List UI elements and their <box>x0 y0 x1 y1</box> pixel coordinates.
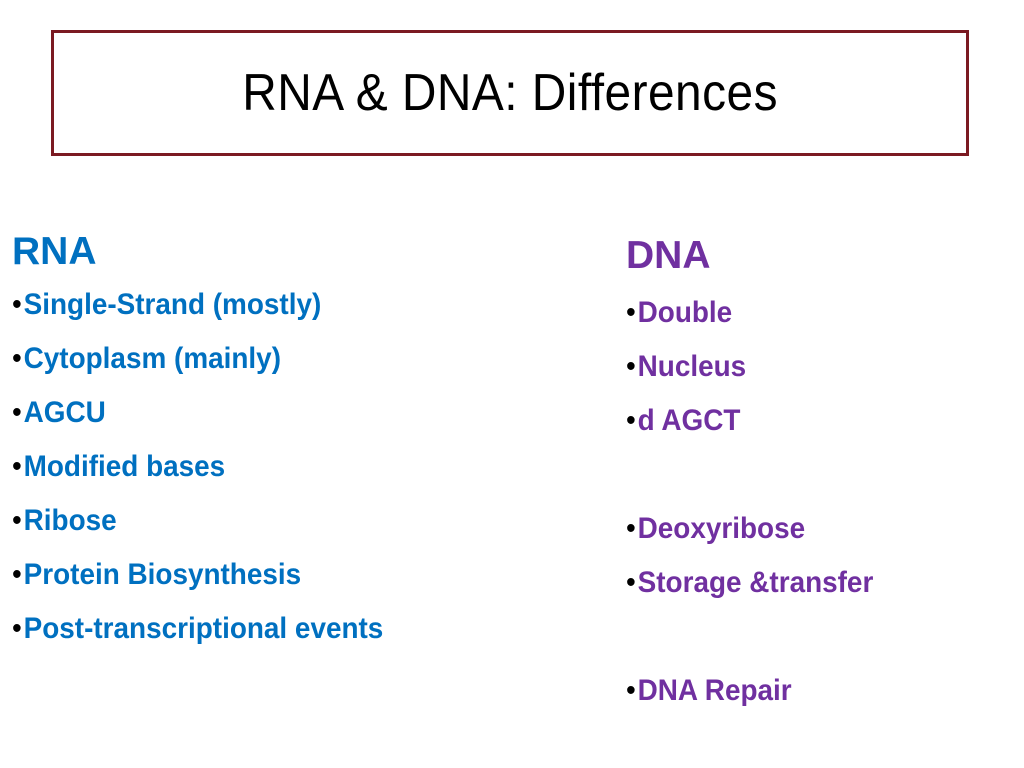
bullet-icon: • <box>626 404 636 437</box>
rna-item-text: Modified bases <box>23 450 226 483</box>
rna-item-text: Cytoplasm (mainly) <box>23 342 282 375</box>
bullet-icon: • <box>12 558 22 591</box>
rna-list-item: •AGCU <box>12 386 533 440</box>
rna-list-item: •Protein Biosynthesis <box>12 548 533 602</box>
dna-heading: DNA <box>626 234 711 277</box>
rna-item-text: Single-Strand (mostly) <box>23 288 322 321</box>
dna-item-text: Nucleus <box>637 350 747 383</box>
dna-item-text: DNA Repair <box>637 674 792 707</box>
dna-item-text: Double <box>637 296 733 329</box>
rna-item-text: Ribose <box>23 504 117 537</box>
bullet-icon: • <box>626 350 636 383</box>
rna-list-item: •Ribose <box>12 494 533 548</box>
dna-item-text: Deoxyribose <box>637 512 806 545</box>
rna-list-item: •Post-transcriptional events <box>12 602 533 656</box>
bullet-icon: • <box>12 396 22 429</box>
rna-list-item: •Modified bases <box>12 440 533 494</box>
rna-heading: RNA <box>12 230 97 273</box>
bullet-icon: • <box>12 504 22 537</box>
bullet-icon: • <box>12 450 22 483</box>
dna-column: DNA •Double •Nucleus •d AGCT •Deoxyribos… <box>626 226 1016 718</box>
bullet-icon: • <box>626 512 636 545</box>
bullet-icon: • <box>626 566 636 599</box>
rna-list-item: •Cytoplasm (mainly) <box>12 332 533 386</box>
dna-item-text: Storage &transfer <box>637 566 874 599</box>
bullet-icon: • <box>12 288 22 321</box>
dna-list-item: •Nucleus <box>626 340 989 394</box>
bullet-icon: • <box>12 612 22 645</box>
rna-item-text: AGCU <box>23 396 106 429</box>
rna-item-text: Protein Biosynthesis <box>23 558 302 591</box>
bullet-icon: • <box>12 342 22 375</box>
rna-list-item: •Single-Strand (mostly) <box>12 278 533 332</box>
bullet-icon: • <box>626 296 636 329</box>
dna-list-item: •Deoxyribose <box>626 502 989 556</box>
dna-list-item: •DNA Repair <box>626 664 989 718</box>
rna-item-text: Post-transcriptional events <box>23 612 384 645</box>
title-box: RNA & DNA: Differences <box>51 30 969 156</box>
dna-item-text: d AGCT <box>637 404 741 437</box>
dna-list-item: •Double <box>626 286 989 340</box>
dna-list-item: •Storage &transfer <box>626 556 989 610</box>
dna-list-item: •d AGCT <box>626 394 989 448</box>
dna-list: •Double •Nucleus •d AGCT •Deoxyribose •S… <box>626 286 1016 718</box>
rna-list: •Single-Strand (mostly) •Cytoplasm (main… <box>12 278 572 656</box>
slide-title: RNA & DNA: Differences <box>242 64 778 122</box>
rna-column: RNA •Single-Strand (mostly) •Cytoplasm (… <box>12 226 572 656</box>
bullet-icon: • <box>626 674 636 707</box>
